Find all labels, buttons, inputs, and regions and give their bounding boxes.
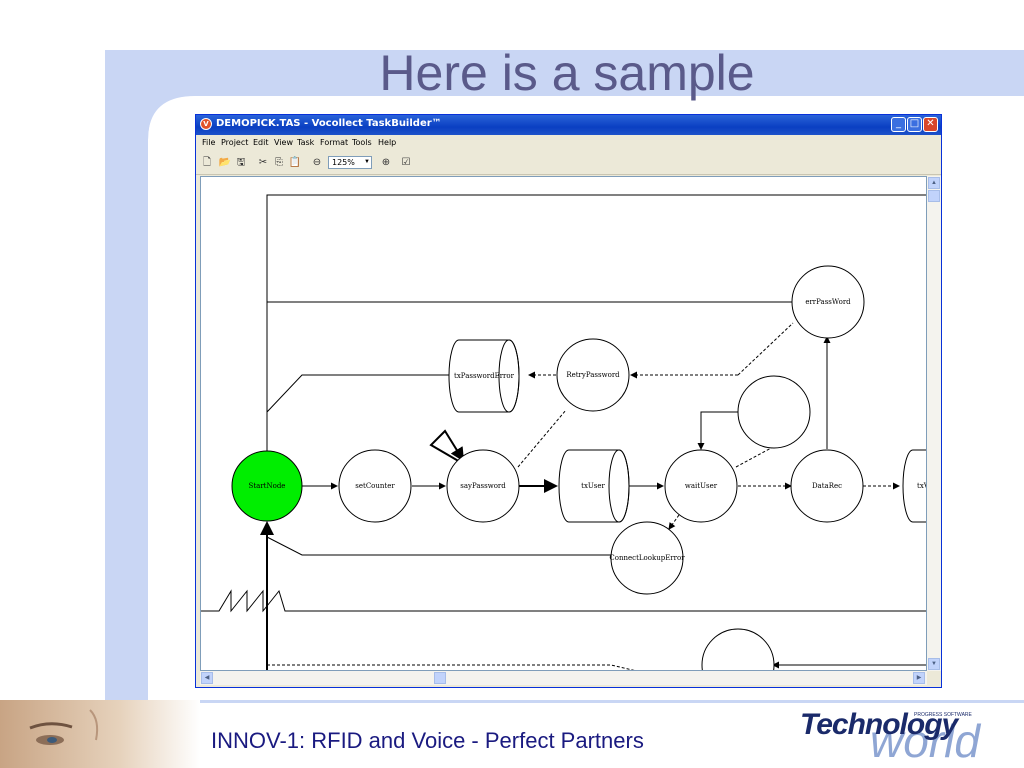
zoom-out-icon[interactable]: ⊖ [312,157,322,168]
say-password-node[interactable] [446,449,520,523]
set-counter-node[interactable] [338,449,412,523]
menu-tools[interactable]: Tools [352,138,372,147]
tx-password-error-label: txPasswordError [454,372,515,380]
menu-edit[interactable]: Edit [253,138,269,147]
minimize-button[interactable]: _ [891,117,906,132]
new-file-icon[interactable]: 🗋 [202,157,212,168]
retry-password-node[interactable] [556,338,630,412]
logo-technology: Technology [800,708,958,741]
tx-partial-label: txV [917,482,927,490]
zoom-in-icon[interactable]: ⊕ [381,157,391,168]
edge [266,536,611,556]
horizontal-scroll-thumb[interactable] [434,672,446,684]
tx-user-label: txUser [581,482,605,490]
edge [266,194,926,455]
logo-world: world [870,715,980,767]
scroll-up-icon[interactable]: ▲ [928,177,940,189]
diagram-canvas[interactable]: StartNode setCounter sayPassword txUser … [200,176,927,671]
window-title: DEMOPICK.TAS - Vocollect TaskBuilder™ [216,118,442,129]
logo-tagline: PROGRESS SOFTWARE [914,712,972,718]
bottom-node[interactable] [701,628,775,671]
footer-title: INNOV-1: RFID and Voice - Perfect Partne… [211,728,644,753]
slide-title: Here is a sample [379,45,755,101]
chevron-down-icon[interactable]: ▼ [364,159,370,165]
menu-help[interactable]: Help [378,138,397,147]
edge [697,411,739,450]
set-counter-label: setCounter [355,482,395,490]
err-password-label: errPassWord [805,298,851,306]
open-folder-icon[interactable]: 📂 [218,157,232,168]
retry-password-label: RetryPassword [566,371,620,379]
tx-password-error-node[interactable] [448,339,520,413]
vertical-scrollbar[interactable]: ▲ ▼ [927,176,941,671]
edge [517,409,567,468]
data-rec-label: DataRec [812,482,842,490]
wait-user-node[interactable] [664,449,738,523]
save-icon[interactable]: 🖫 [236,157,246,168]
tx-partial-node[interactable] [902,449,927,523]
edge [737,322,794,376]
app-icon: V [200,118,212,130]
horizontal-scrollbar[interactable]: ◀ ▶ [200,671,927,685]
edge [201,589,926,613]
check-icon[interactable]: ☑ [401,157,411,168]
close-button[interactable]: ✕ [923,117,938,132]
footer-photo [0,700,200,768]
toolbar: 🗋 📂 🖫 ✂ ⎘ 📋 ⊖ ⊕ ☑ [196,152,941,175]
copy-icon[interactable]: ⎘ [275,157,283,168]
vertical-scroll-thumb[interactable] [928,190,940,202]
start-node-label: StartNode [249,482,286,490]
zoom-select[interactable]: 125% [328,156,372,169]
connect-lookup-error-node[interactable] [610,521,684,595]
scroll-right-icon[interactable]: ▶ [913,672,925,684]
maximize-button[interactable]: □ [907,117,922,132]
start-node[interactable] [231,450,303,522]
edge [266,374,451,413]
menu-project[interactable]: Project [221,138,249,147]
tx-user-node[interactable] [558,449,630,523]
flow-diagram: StartNode setCounter sayPassword txUser … [201,194,927,671]
taskbuilder-window: V DEMOPICK.TAS - Vocollect TaskBuilder™ … [195,114,942,688]
data-rec-node[interactable] [790,449,864,523]
connect-lookup-error-label: ConnectLookupError [609,554,685,562]
menu-bar: File Project Edit View Task Format Tools… [196,135,941,152]
scroll-down-icon[interactable]: ▼ [928,658,940,670]
scroll-left-icon[interactable]: ◀ [201,672,213,684]
menu-format[interactable]: Format [320,138,349,147]
window-titlebar[interactable]: V DEMOPICK.TAS - Vocollect TaskBuilder™ … [196,115,941,135]
edge [668,514,680,530]
cut-icon[interactable]: ✂ [258,157,268,168]
edge [735,446,774,468]
unlabeled-node[interactable] [737,375,811,449]
err-password-node[interactable] [791,265,865,339]
say-password-label: sayPassword [460,482,506,490]
edge [429,429,468,467]
menu-view[interactable]: View [274,138,293,147]
menu-task[interactable]: Task [297,138,315,147]
menu-file[interactable]: File [202,138,216,147]
paste-icon[interactable]: 📋 [288,157,302,168]
wait-user-label: waitUser [685,482,718,490]
